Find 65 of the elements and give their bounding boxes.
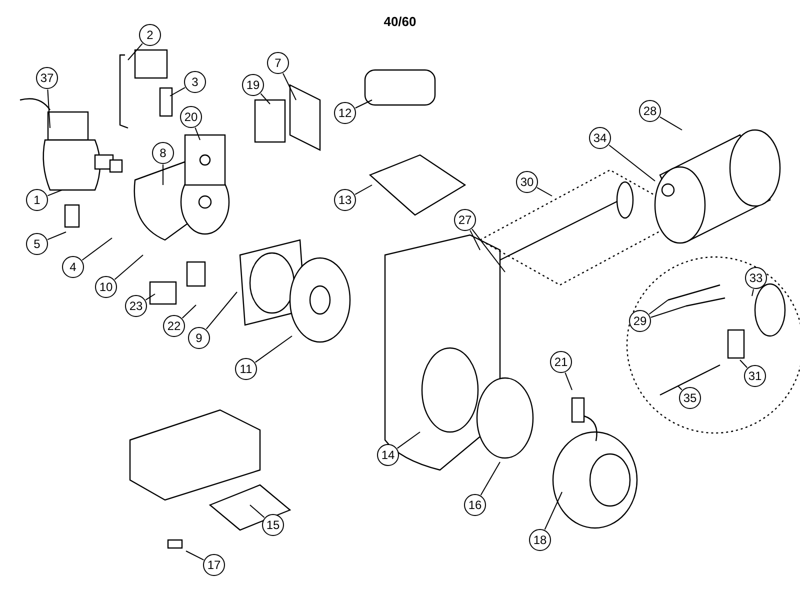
callout-number: 35 [679,387,701,409]
leader-line [396,432,420,449]
callout-number: 1 [26,189,48,211]
leader-line [564,372,572,390]
callout-number: 12 [334,102,356,124]
leader-line [128,43,143,60]
leader-line [282,72,296,100]
callout-number: 18 [529,529,551,551]
callout-number: 23 [125,295,147,317]
callout-number: 2 [139,24,161,46]
callout-number: 5 [26,233,48,255]
leader-line [254,336,292,363]
callout-number: 34 [589,127,611,149]
callout-number: 21 [550,351,572,373]
leader-line [544,492,562,530]
leader-line [608,144,656,182]
leader-line [114,254,144,280]
leader-line [250,504,265,518]
leader-line [206,292,238,330]
leader-line [659,116,682,130]
callout-number: 29 [629,310,651,332]
callout-number: 7 [267,52,289,74]
leader-line [82,238,112,261]
callout-number: 20 [180,106,202,128]
callout-number: 4 [62,256,84,278]
callout-number: 30 [516,171,538,193]
leader-line [145,294,156,300]
leader-line [162,164,164,186]
callout-number: 14 [377,444,399,466]
diagram-title: 40/60 [382,14,418,29]
leader-line [47,190,62,196]
callout-number: 11 [235,358,257,380]
leader-line [648,300,668,315]
leader-line [480,462,500,496]
leader-line [354,184,372,195]
callout-number: 19 [242,74,264,96]
callout-number: 27 [454,209,476,231]
leader-line [536,187,552,196]
callout-number: 3 [184,71,206,93]
callout-number: 9 [188,327,210,349]
leader-line [47,232,66,240]
leader-line [752,288,754,296]
callout-number: 16 [464,494,486,516]
leader-line [194,127,200,140]
leader-line [47,89,50,128]
callout-number: 13 [334,189,356,211]
leader-line [354,100,372,108]
callout-number: 10 [95,276,117,298]
callout-number: 22 [163,315,185,337]
leader-line [650,306,686,318]
leader-line [260,93,270,104]
callout-number: 31 [744,365,766,387]
leader-line [740,360,748,368]
leader-line [470,230,480,250]
callout-number: 15 [262,514,284,536]
leader-line [472,228,506,272]
leader-line [186,550,204,560]
callout-number: 37 [36,67,58,89]
leader-line [182,304,196,319]
callout-number: 17 [203,554,225,576]
callout-number: 33 [745,267,767,289]
callout-number: 8 [152,142,174,164]
leader-line [170,87,186,96]
callout-number: 28 [639,100,661,122]
leader-line [678,386,682,390]
